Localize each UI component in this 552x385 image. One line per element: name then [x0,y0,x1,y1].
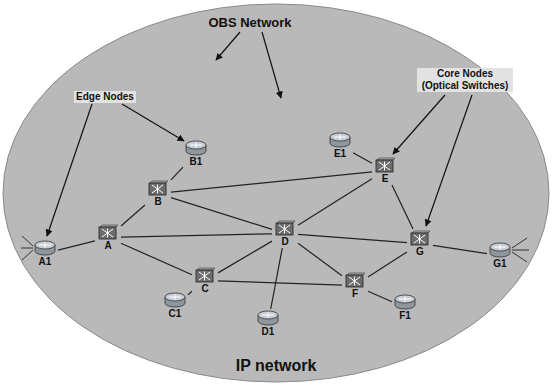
fiber-link [58,241,95,250]
router-icon [257,310,279,326]
core-switch: A [96,224,120,251]
edge-node-name: A1 [39,256,52,267]
core-switch: F [343,272,367,299]
fiber-link [368,291,392,302]
core-switch: G [408,230,432,257]
edge-router: B1 [184,140,208,167]
access-line [21,248,33,249]
callout-label: Core Nodes (Optical Switches) [417,68,513,92]
region-shape [2,3,550,383]
leader-line [426,95,472,226]
edge-router: G1 [488,242,512,269]
fiber-link [368,252,407,277]
fiber-link [392,185,413,229]
edge-router: D1 [256,310,280,337]
router-icon [34,240,56,256]
fiber-link [171,167,183,180]
router-icon [394,294,416,310]
leader-line [262,32,281,98]
edge-node-name: C1 [169,308,182,319]
edge-router: E1 [328,132,352,159]
switch-icon [409,230,431,246]
fiber-link [298,234,407,242]
leader-line [216,32,240,60]
router-icon [164,292,186,308]
edge-node-name: F1 [399,310,411,321]
edge-router: F1 [393,294,417,321]
ip-network-region: A1 B1A B C1 C D D1 E1E F F1 G G1 OBS Network IP netwo… [2,3,550,383]
fiber-link [188,291,192,294]
fiber-link [121,234,272,237]
switch-icon [194,267,216,283]
edge-router: A1 [33,240,57,267]
access-line [512,238,527,248]
switch-icon [97,224,119,240]
network-name: OBS Network [208,15,291,30]
core-node-name: C [201,283,208,294]
edge-node-name: G1 [493,258,506,269]
router-icon [329,132,351,148]
fiber-link [353,153,372,164]
fiber-link [171,198,272,230]
core-node-name: E [382,173,389,184]
fiber-link [121,205,145,226]
core-switch: E [373,157,397,184]
edge-node-name: D1 [262,326,275,337]
fiber-link [271,248,283,309]
router-icon [185,140,207,156]
switch-icon [147,180,169,196]
leader-line [393,95,445,154]
leader-line [122,104,184,141]
fiber-link [433,245,487,253]
access-line [22,236,33,246]
access-line [512,250,529,251]
core-node-name: B [154,196,161,207]
edge-router: C1 [163,292,187,319]
switch-icon [344,272,366,288]
core-node-name: D [281,236,288,247]
fiber-link [218,281,342,285]
access-line [512,252,527,262]
core-node-name: F [352,288,358,299]
network-name: IP network [236,357,317,375]
region-ellipse [3,4,549,382]
fiber-link [121,243,192,274]
fiber-link [171,172,372,192]
core-node-name: A [104,240,111,251]
core-switch: C [193,267,217,294]
fiber-link [298,179,372,226]
core-switch: B [146,180,170,207]
switch-icon [274,220,296,236]
router-icon [489,242,511,258]
callout-label: Edge Nodes [74,91,136,103]
fiber-link [218,241,272,273]
edge-node-name: B1 [190,156,203,167]
fiber-link [298,243,342,276]
switch-icon [374,157,396,173]
core-switch: D [273,220,297,247]
core-node-name: G [416,246,424,257]
edge-node-name: E1 [334,148,346,159]
leader-line [47,104,92,236]
access-line [22,250,33,260]
